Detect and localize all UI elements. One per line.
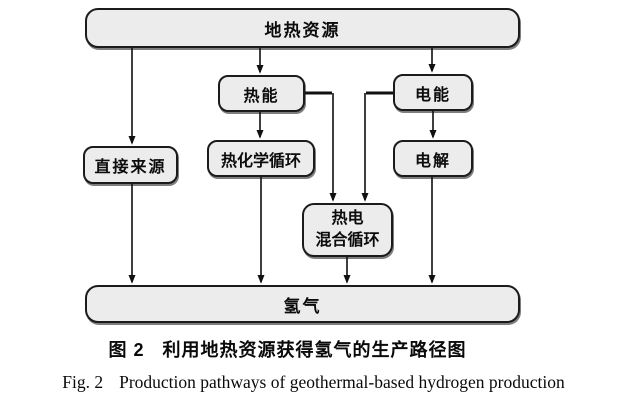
caption-en-title: Production pathways of geothermal-based … [119, 372, 565, 392]
node-label: 热能 [243, 87, 280, 105]
figure-caption-zh: 图 2 利用地热资源获得氢气的生产路径图 [0, 336, 575, 362]
figure-caption-en: Fig. 2 Production pathways of geothermal-… [0, 372, 627, 393]
node-label: 电能 [414, 86, 451, 104]
node-thermal-energy: 热能 [218, 75, 305, 112]
node-label: 混合循环 [315, 232, 380, 249]
node-label: 氢气 [283, 296, 322, 316]
node-thermochemical-cycle: 热化学循环 [207, 140, 315, 177]
node-thermoelectric-hybrid-cycle: 热电 混合循环 [302, 203, 393, 257]
node-label: 热电 [331, 210, 364, 228]
caption-en-number: Fig. 2 [62, 372, 104, 392]
node-label: 热化学循环 [220, 152, 301, 170]
node-electric-energy: 电能 [393, 74, 473, 111]
node-geothermal-resource: 地热资源 [85, 8, 520, 48]
node-electrolysis: 电解 [393, 140, 473, 177]
node-hydrogen: 氢气 [85, 285, 520, 323]
node-label: 地热资源 [264, 20, 341, 40]
node-direct-source: 直接来源 [83, 146, 178, 184]
caption-zh-title: 利用地热资源获得氢气的生产路径图 [162, 340, 467, 360]
node-label: 直接来源 [94, 159, 167, 176]
flow-arrows [128, 48, 437, 284]
node-label: 电解 [414, 152, 451, 170]
caption-zh-number: 图 2 [108, 340, 145, 360]
